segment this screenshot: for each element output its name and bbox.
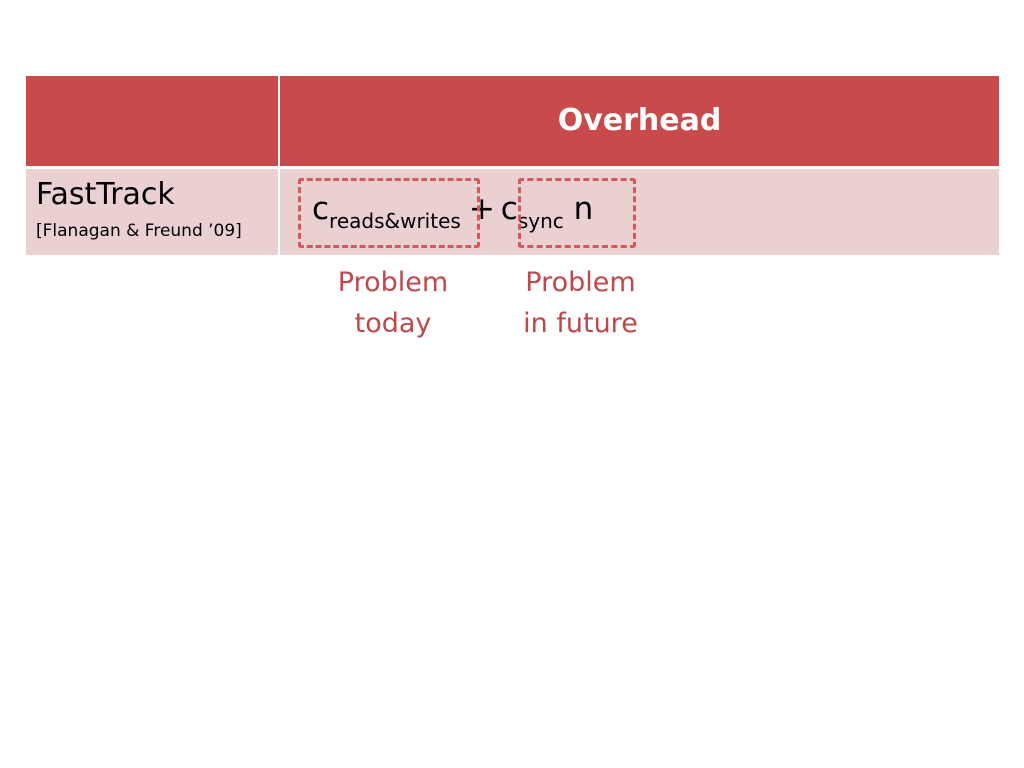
term1-base: c [312, 191, 330, 227]
row-formula-cell: creads&writes+csync n [280, 169, 999, 255]
dashed-highlight-reads-writes [298, 178, 480, 248]
annotation-right-line2: in future [523, 308, 638, 339]
term2-subscript: sync [517, 209, 564, 233]
tool-name: FastTrack [36, 177, 175, 212]
annotation-left-line1: Problem [337, 267, 449, 298]
dashed-highlight-sync [518, 178, 636, 248]
tool-citation: [Flanagan & Freund ’09] [36, 221, 242, 241]
term2-factor: n [573, 191, 594, 227]
annotation-problem-today: Problem today [318, 262, 468, 344]
annotation-left-line2: today [354, 308, 432, 339]
row-name-cell: FastTrack [Flanagan & Freund ’09] [26, 169, 278, 255]
overhead-header-label: Overhead [557, 103, 722, 138]
overhead-table: Overhead FastTrack [Flanagan & Freund ’0… [26, 76, 999, 255]
term1-subscript: reads&writes [329, 209, 461, 233]
annotation-problem-future: Problem in future [503, 262, 658, 344]
annotation-right-line1: Problem [525, 267, 636, 298]
term2-base: c [500, 191, 518, 227]
header-cell-empty [26, 76, 278, 166]
plus-operator: + [468, 191, 495, 227]
overhead-formula: creads&writes+csync n [312, 191, 593, 233]
header-cell-overhead: Overhead [280, 76, 999, 166]
